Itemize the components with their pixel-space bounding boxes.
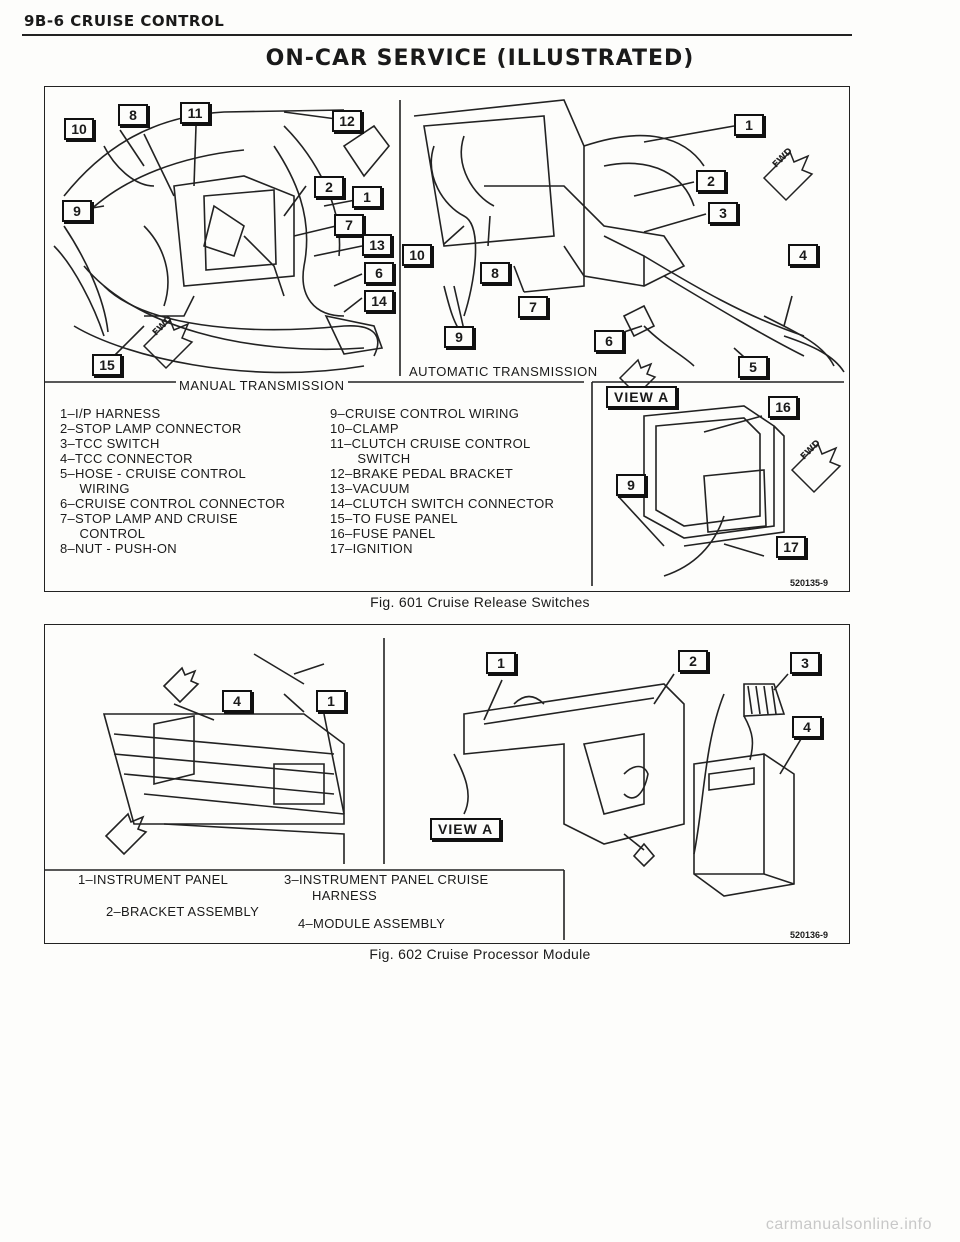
callout-1: 1 — [734, 114, 764, 136]
callout-17: 17 — [776, 536, 806, 558]
callout-12: 12 — [332, 110, 362, 132]
automatic-transmission-label: AUTOMATIC TRANSMISSION — [406, 364, 601, 379]
watermark: carmanualsonline.info — [765, 1216, 932, 1233]
callout-14: 14 — [364, 290, 394, 312]
callout-10: 10 — [402, 244, 432, 266]
legend-item: HARNESS — [312, 888, 377, 903]
figure-602-illustration — [44, 638, 805, 940]
callout-3: 3 — [790, 652, 820, 674]
svg-text:FWD: FWD — [799, 438, 823, 462]
callout-15: 15 — [92, 354, 122, 376]
legend-item: 17–IGNITION — [330, 541, 413, 556]
legend-item: 12–BRAKE PEDAL BRACKET — [330, 466, 514, 481]
legend-item: 2–STOP LAMP CONNECTOR — [60, 421, 242, 436]
callout-2: 2 — [678, 650, 708, 672]
legend-item: 10–CLAMP — [330, 421, 399, 436]
legend-item: 2–BRACKET ASSEMBLY — [106, 904, 260, 919]
callout-4: 4 — [222, 690, 252, 712]
legend-item: 5–HOSE - CRUISE CONTROL — [60, 466, 247, 481]
legend-item: 15–TO FUSE PANEL — [330, 511, 458, 526]
legend-item: 1–INSTRUMENT PANEL — [78, 872, 229, 887]
fig602-caption: Fig. 602 Cruise Processor Module — [369, 946, 591, 962]
legend-item: 3–TCC SWITCH — [60, 436, 160, 451]
callout-3: 3 — [708, 202, 738, 224]
legend-item: 7–STOP LAMP AND CRUISE — [60, 511, 238, 526]
callout-7: 7 — [518, 296, 548, 318]
legend-item: SWITCH — [330, 451, 411, 466]
legend-item: 4–MODULE ASSEMBLY — [298, 916, 446, 931]
view-a-label: VIEW A — [430, 818, 502, 840]
callout-4: 4 — [792, 716, 822, 738]
fig601-number: 520135-9 — [790, 578, 829, 588]
callout-1: 1 — [316, 690, 346, 712]
callout-9: 9 — [616, 474, 646, 496]
view-a-label: VIEW A — [606, 386, 678, 408]
callout-4: 4 — [788, 244, 818, 266]
callout-8: 8 — [118, 104, 148, 126]
legend-item: 3–INSTRUMENT PANEL CRUISE — [284, 872, 489, 887]
fig602-number: 520136-9 — [790, 930, 829, 940]
legend-item: 6–CRUISE CONTROL CONNECTOR — [60, 496, 286, 511]
callout-5: 5 — [738, 356, 768, 378]
callout-11: 11 — [180, 102, 210, 124]
callout-1: 1 — [486, 652, 516, 674]
page-header: 9B-6 CRUISE CONTROL — [22, 10, 852, 36]
callout-2: 2 — [696, 170, 726, 192]
page-header-title: 9B-6 CRUISE CONTROL — [24, 12, 225, 30]
legend-item: WIRING — [60, 481, 130, 496]
legend-item: CONTROL — [60, 526, 146, 541]
legend-item: 1–I/P HARNESS — [60, 406, 161, 421]
fig601-caption: Fig. 601 Cruise Release Switches — [370, 594, 590, 610]
callout-2: 2 — [314, 176, 344, 198]
fig601-legend-right: 9–CRUISE CONTROL WIRING 10–CLAMP 11–CLUT… — [330, 406, 554, 556]
legend-item: 8–NUT - PUSH-ON — [60, 541, 177, 556]
svg-text:FWD: FWD — [151, 314, 175, 338]
callout-9: 9 — [62, 200, 92, 222]
callout-13: 13 — [362, 234, 392, 256]
callout-6: 6 — [364, 262, 394, 284]
legend-item: 14–CLUTCH SWITCH CONNECTOR — [330, 496, 555, 511]
svg-text:FWD: FWD — [771, 146, 795, 170]
legend-item: 13–VACUUM — [330, 481, 410, 496]
legend-item: 4–TCC CONNECTOR — [60, 451, 193, 466]
legend-item: 9–CRUISE CONTROL WIRING — [330, 406, 520, 421]
callout-10: 10 — [64, 118, 94, 140]
callout-8: 8 — [480, 262, 510, 284]
legend-item: 11–CLUTCH CRUISE CONTROL — [330, 436, 531, 451]
section-title: ON-CAR SERVICE (ILLUSTRATED) — [265, 46, 695, 71]
callout-1: 1 — [352, 186, 382, 208]
callout-7: 7 — [334, 214, 364, 236]
fig601-legend-left: 1–I/P HARNESS 2–STOP LAMP CONNECTOR 3–TC… — [60, 406, 285, 556]
manual-transmission-label: MANUAL TRANSMISSION — [176, 378, 348, 393]
legend-item: 16–FUSE PANEL — [330, 526, 436, 541]
callout-16: 16 — [768, 396, 798, 418]
figure-601-illustration: FWD FWD FWD — [44, 99, 845, 586]
callout-6: 6 — [594, 330, 624, 352]
callout-9: 9 — [444, 326, 474, 348]
